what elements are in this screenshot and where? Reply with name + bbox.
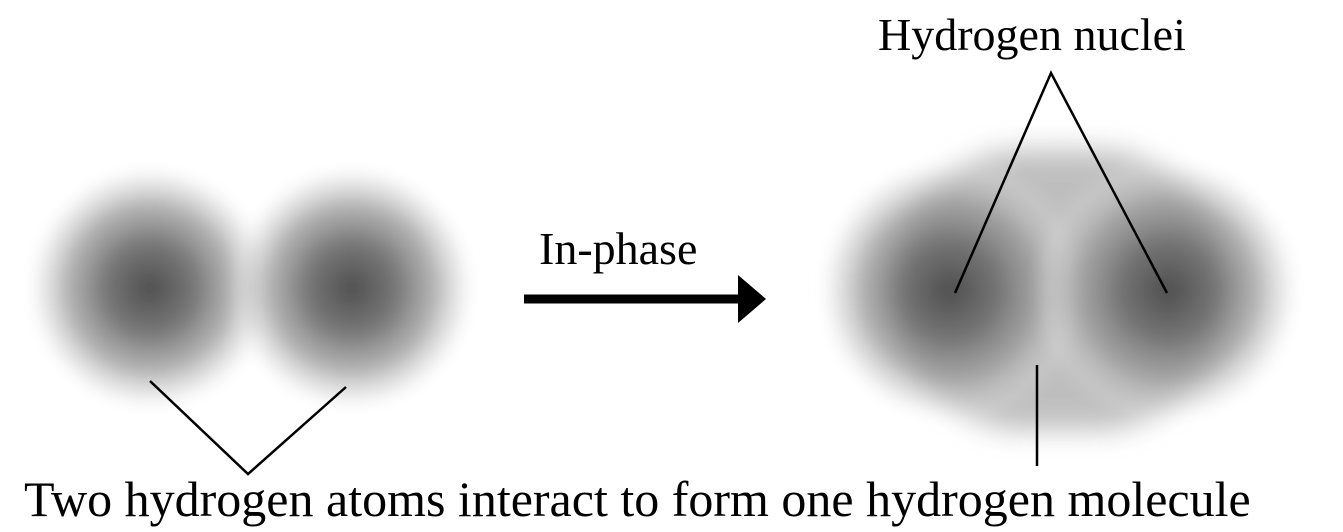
hydrogen-molecule bbox=[815, 150, 1303, 430]
nuclei-pointer-lines bbox=[953, 70, 1169, 294]
hydrogen-nuclei-label: Hydrogen nuclei bbox=[878, 9, 1186, 60]
separate-atoms bbox=[24, 162, 478, 414]
hydrogen-atom-left bbox=[24, 162, 276, 414]
diagram-caption: Two hydrogen atoms interact to form one … bbox=[24, 471, 1251, 527]
molecule-nucleus-cloud-left bbox=[815, 155, 1085, 425]
hydrogen-atom-right bbox=[226, 162, 478, 414]
molecule-nucleus-cloud-right bbox=[1033, 155, 1303, 425]
atoms-bracket-line bbox=[149, 380, 347, 476]
reaction-arrow bbox=[524, 275, 766, 323]
in-phase-label: In-phase bbox=[539, 223, 698, 274]
